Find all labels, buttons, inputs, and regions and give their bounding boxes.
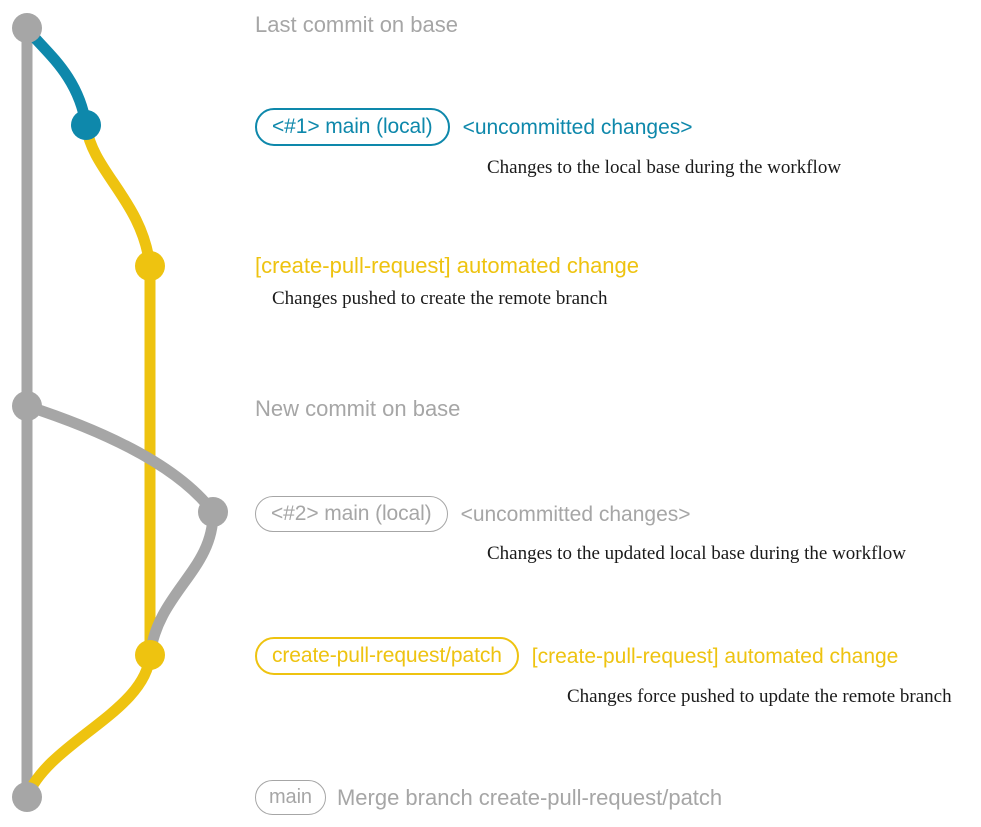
annotation-automated-change-create: [create-pull-request] automated change C… [255, 255, 639, 309]
annotation-merge-branch: main Merge branch create-pull-request/pa… [255, 780, 722, 815]
commit-subject: [create-pull-request] automated change [531, 644, 899, 668]
commit-nodes [12, 13, 228, 812]
commit-node-local-2[interactable] [198, 497, 228, 527]
commit-node-local-1[interactable] [71, 110, 101, 140]
ref-pill-main-local-1[interactable]: <#1> main (local) [255, 108, 450, 146]
annotation-local-uncommitted-1: <#1> main (local) <uncommitted changes> … [255, 108, 841, 177]
annotation-last-commit-on-base: Last commit on base [255, 14, 458, 36]
annotation-headline: <#1> main (local) <uncommitted changes> [255, 108, 841, 146]
commit-detail: Changes to the local base during the wor… [487, 157, 842, 178]
edge-local1-to-patch1 [80, 119, 156, 272]
commit-node-patch-1[interactable] [135, 251, 165, 281]
annotation-headline: Last commit on base [255, 14, 458, 36]
commit-detail: Changes force pushed to update the remot… [567, 686, 952, 707]
edge-patch2-to-merge [21, 649, 156, 803]
commit-node-base-head[interactable] [12, 13, 42, 43]
commit-node-merge[interactable] [12, 782, 42, 812]
annotation-automated-change-update: create-pull-request/patch [create-pull-r… [255, 637, 952, 706]
ref-pill-main[interactable]: main [255, 780, 326, 815]
commit-detail: Changes to the updated local base during… [487, 543, 906, 564]
annotation-headline: <#2> main (local) <uncommitted changes> [255, 496, 906, 532]
annotation-new-commit-on-base: New commit on base [255, 398, 460, 420]
commit-node-patch-2[interactable] [135, 640, 165, 670]
annotation-headline: create-pull-request/patch [create-pull-r… [255, 637, 952, 675]
commit-subject: <uncommitted changes> [460, 502, 691, 526]
commit-subject: <uncommitted changes> [462, 115, 693, 139]
annotation-headline: [create-pull-request] automated change [255, 255, 639, 277]
commit-node-base-new[interactable] [12, 391, 42, 421]
ref-pill-create-pull-request-patch[interactable]: create-pull-request/patch [255, 637, 519, 675]
commit-subject: [create-pull-request] automated change [255, 253, 640, 278]
commit-detail: Changes pushed to create the remote bran… [272, 288, 608, 309]
commit-graph [12, 13, 228, 812]
commit-subject: Merge branch create-pull-request/patch [336, 784, 723, 810]
commit-subject: Last commit on base [255, 12, 458, 37]
annotation-headline: New commit on base [255, 398, 460, 420]
ref-pill-main-local-2[interactable]: <#2> main (local) [255, 496, 448, 532]
commit-subject: New commit on base [255, 396, 461, 421]
edge-local2-to-patch2 [144, 506, 219, 661]
edge-basenew-to-local2 [21, 400, 219, 518]
annotation-local-uncommitted-2: <#2> main (local) <uncommitted changes> … [255, 496, 906, 563]
annotation-headline: main Merge branch create-pull-request/pa… [255, 780, 722, 815]
